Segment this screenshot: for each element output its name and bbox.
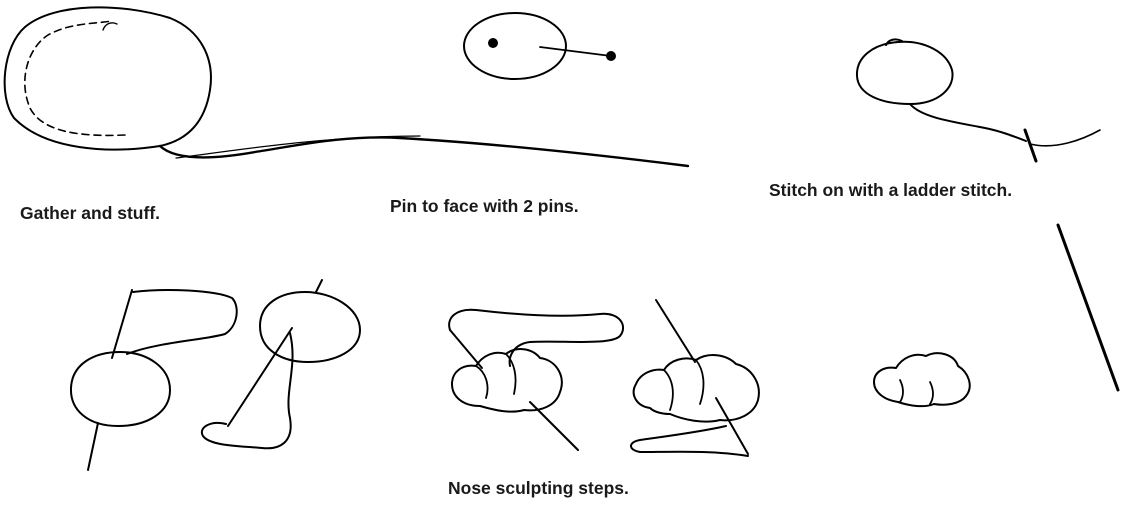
nose-oval-lower-left [71, 352, 170, 426]
sculpt-needle-1-bottom [88, 423, 98, 470]
pin-head-left [488, 38, 498, 48]
lumpy-nose-3-crease-a [476, 366, 488, 398]
lumpy-nose-4-crease-b [696, 360, 703, 404]
sculpt-thread-3 [449, 310, 623, 366]
lumpy-nose-4-crease-a [664, 370, 673, 410]
sculpt-needle-1 [112, 290, 132, 358]
sculpt-step-1 [71, 290, 237, 470]
gather-stitch-line [25, 21, 125, 135]
nose-oval-upper [260, 292, 360, 362]
caption-sculpt: Nose sculpting steps. [448, 478, 629, 498]
finished-nose-crease-a [900, 380, 903, 402]
pin-shaft [540, 47, 611, 56]
gather-thread [160, 137, 688, 166]
stuffed-circle-outline [5, 7, 211, 149]
thread-tail [1030, 130, 1100, 146]
sculpt-needle-2 [316, 280, 322, 292]
stitch-knot [103, 23, 117, 30]
sculpt-thread-2 [202, 333, 293, 448]
stitched-nose-outline [857, 42, 953, 104]
sculpt-needle-4-lower [716, 398, 748, 454]
ladder-thread [910, 104, 1026, 141]
pin-step [464, 13, 616, 79]
sculpt-needle-3 [530, 402, 578, 450]
caption-ladder: Stitch on with a ladder stitch. [769, 180, 1012, 200]
sculpt-step-5 [874, 353, 970, 406]
sculpt-thread-3-link [450, 330, 482, 368]
sculpt-step-3 [449, 310, 623, 450]
sculpt-needle-4 [656, 300, 695, 362]
sculpt-step-2 [202, 280, 360, 448]
caption-gather: Gather and stuff. [20, 203, 160, 223]
ladder-stitch-step [857, 39, 1118, 390]
finished-nose [874, 353, 970, 406]
lumpy-nose-4 [634, 355, 759, 422]
sculpt-thread-4 [631, 426, 748, 456]
gather-step [5, 7, 688, 166]
nose-ball-outline [464, 13, 566, 79]
gather-thread-shadow [176, 136, 420, 158]
finished-nose-crease-b [930, 382, 933, 404]
ladder-needle-long [1058, 225, 1118, 390]
sculpt-step-4 [631, 300, 759, 456]
lumpy-nose-3-crease-b [506, 354, 516, 394]
sculpt-thread-1 [127, 290, 237, 354]
lumpy-nose-3 [452, 349, 562, 412]
caption-pin: Pin to face with 2 pins. [390, 196, 579, 216]
sculpt-needle-2-diagonal [228, 328, 292, 426]
